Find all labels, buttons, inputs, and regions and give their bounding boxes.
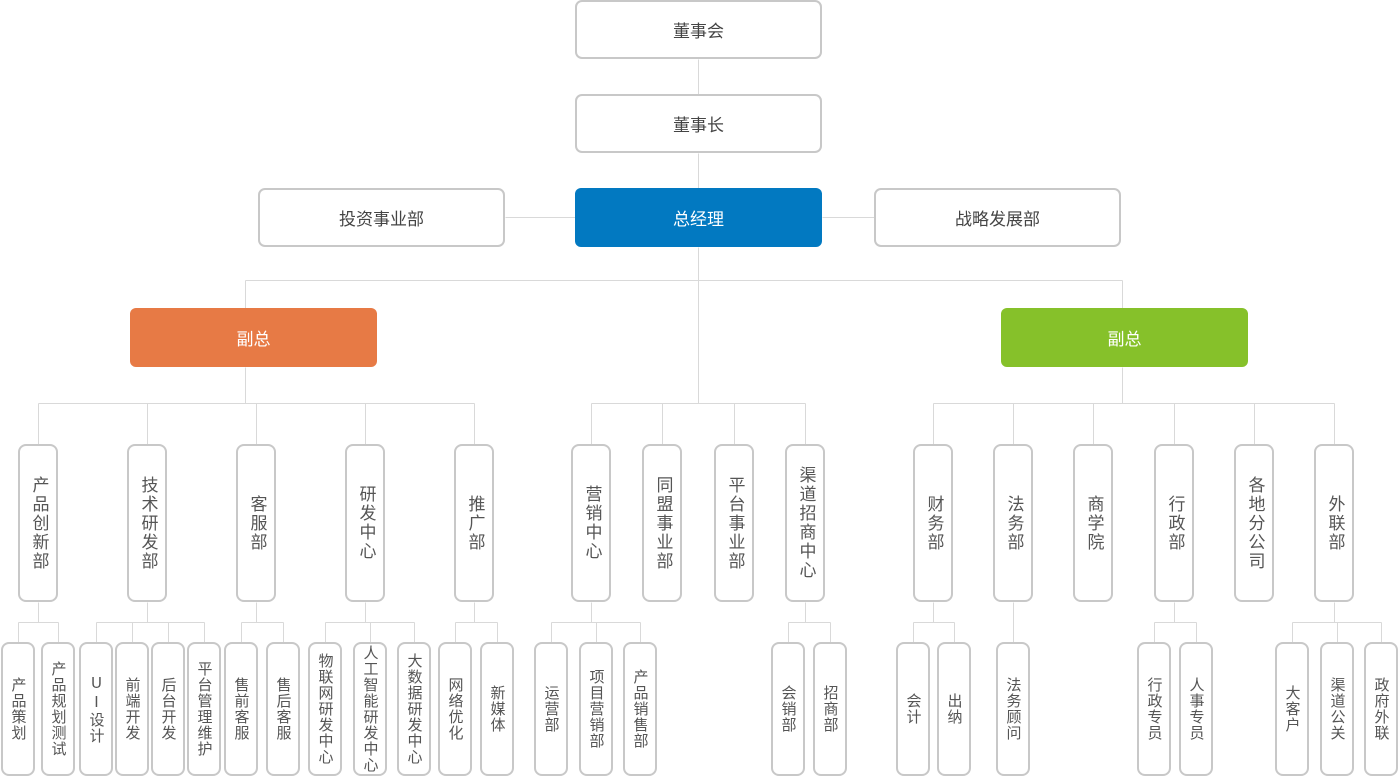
node-subdept-d13-1[interactable]: 行政专员 <box>1137 642 1171 776</box>
node-label: 新媒体 <box>488 685 507 733</box>
node-label: 总经理 <box>673 210 724 230</box>
node-subdept-d2-1[interactable]: UI设计 <box>79 642 113 776</box>
node-dept-d3[interactable]: 客服部 <box>236 444 276 602</box>
node-dept-d11[interactable]: 法务部 <box>993 444 1033 602</box>
node-subdept-d3-2[interactable]: 售后客服 <box>266 642 300 776</box>
node-chairman[interactable]: 董事长 <box>575 94 822 153</box>
node-subdept-d9-1[interactable]: 会销部 <box>771 642 805 776</box>
node-label: 战略发展部 <box>955 210 1040 230</box>
node-subdept-d2-2[interactable]: 前端开发 <box>115 642 149 776</box>
node-subdept-d2-4[interactable]: 平台管理维护 <box>187 642 221 776</box>
node-label: 产品创新部 <box>28 475 49 571</box>
node-label: 行政专员 <box>1145 677 1164 741</box>
node-subdept-d4-3[interactable]: 大数据研发中心 <box>397 642 431 776</box>
node-dept-d13[interactable]: 行政部 <box>1154 444 1194 602</box>
node-label: 法务部 <box>1003 494 1024 552</box>
node-label: 售前客服 <box>232 677 251 741</box>
node-label: UI设计 <box>87 674 106 744</box>
node-dept-d4[interactable]: 研发中心 <box>345 444 385 602</box>
node-label: 平台管理维护 <box>195 661 214 757</box>
node-label: 同盟事业部 <box>652 475 673 571</box>
node-label: 财务部 <box>923 494 944 552</box>
node-label: 渠道公关 <box>1328 677 1347 741</box>
node-label: 副总 <box>236 330 271 350</box>
node-subdept-d4-1[interactable]: 物联网研发中心 <box>308 642 342 776</box>
node-label: 董事会 <box>673 22 724 42</box>
node-strategy-dept[interactable]: 战略发展部 <box>874 188 1121 247</box>
node-label: 外联部 <box>1324 494 1345 552</box>
node-label: 投资事业部 <box>339 210 424 230</box>
node-label: 大客户 <box>1283 685 1302 733</box>
node-subdept-d15-3[interactable]: 政府外联 <box>1364 642 1398 776</box>
node-label: 会销部 <box>779 685 798 733</box>
node-dept-d14[interactable]: 各地分公司 <box>1234 444 1274 602</box>
node-label: 前端开发 <box>123 677 142 741</box>
node-subdept-d9-2[interactable]: 招商部 <box>813 642 847 776</box>
node-label: 研发中心 <box>355 485 376 561</box>
node-subdept-d5-1[interactable]: 网络优化 <box>438 642 472 776</box>
node-label: 售后客服 <box>274 677 293 741</box>
node-dept-d7[interactable]: 同盟事业部 <box>642 444 682 602</box>
node-label: 项目营销部 <box>587 669 606 749</box>
node-label: 客服部 <box>246 494 267 552</box>
node-subdept-d10-2[interactable]: 出纳 <box>937 642 971 776</box>
node-label: 渠道招商中心 <box>795 466 816 580</box>
node-subdept-d2-3[interactable]: 后台开发 <box>151 642 185 776</box>
node-label: 产品策划 <box>9 677 28 741</box>
node-label: 物联网研发中心 <box>316 653 335 765</box>
node-label: 技术研发部 <box>137 475 158 571</box>
node-dept-d5[interactable]: 推广部 <box>454 444 494 602</box>
node-label: 运营部 <box>542 685 561 733</box>
node-subdept-d15-2[interactable]: 渠道公关 <box>1320 642 1354 776</box>
node-label: 网络优化 <box>446 677 465 741</box>
node-label: 法务顾问 <box>1004 677 1023 741</box>
node-subdept-d11-1[interactable]: 法务顾问 <box>996 642 1030 776</box>
node-label: 推广部 <box>464 494 485 552</box>
node-dept-d6[interactable]: 营销中心 <box>571 444 611 602</box>
node-label: 出纳 <box>945 693 964 725</box>
node-subdept-d6-3[interactable]: 产品销售部 <box>623 642 657 776</box>
node-label: 平台事业部 <box>724 475 745 571</box>
node-subdept-d6-2[interactable]: 项目营销部 <box>579 642 613 776</box>
node-dept-d1[interactable]: 产品创新部 <box>18 444 58 602</box>
node-dept-d12[interactable]: 商学院 <box>1073 444 1113 602</box>
node-vice-president-right[interactable]: 副总 <box>1001 308 1248 367</box>
node-dept-d9[interactable]: 渠道招商中心 <box>785 444 825 602</box>
node-label: 董事长 <box>673 116 724 136</box>
node-label: 人事专员 <box>1187 677 1206 741</box>
node-label: 副总 <box>1107 330 1142 350</box>
node-subdept-d6-1[interactable]: 运营部 <box>534 642 568 776</box>
node-subdept-d4-2[interactable]: 人工智能研发中心 <box>353 642 387 776</box>
node-subdept-d1-1[interactable]: 产品策划 <box>1 642 35 776</box>
node-dept-d15[interactable]: 外联部 <box>1314 444 1354 602</box>
node-label: 大数据研发中心 <box>405 653 424 765</box>
node-label: 营销中心 <box>581 485 602 561</box>
node-subdept-d10-1[interactable]: 会计 <box>896 642 930 776</box>
node-label: 商学院 <box>1083 494 1104 552</box>
node-label: 招商部 <box>821 685 840 733</box>
node-label: 会计 <box>904 693 923 725</box>
node-vice-president-left[interactable]: 副总 <box>130 308 377 367</box>
node-dept-d10[interactable]: 财务部 <box>913 444 953 602</box>
node-subdept-d15-1[interactable]: 大客户 <box>1275 642 1309 776</box>
node-board[interactable]: 董事会 <box>575 0 822 59</box>
node-label: 人工智能研发中心 <box>361 645 380 773</box>
node-dept-d2[interactable]: 技术研发部 <box>127 444 167 602</box>
node-label: 产品销售部 <box>631 669 650 749</box>
node-label: 各地分公司 <box>1244 475 1265 571</box>
node-label: 政府外联 <box>1372 677 1391 741</box>
node-dept-d8[interactable]: 平台事业部 <box>714 444 754 602</box>
node-label: 后台开发 <box>159 677 178 741</box>
node-subdept-d1-2[interactable]: 产品规划测试 <box>41 642 75 776</box>
node-general-manager[interactable]: 总经理 <box>575 188 822 247</box>
node-investment-dept[interactable]: 投资事业部 <box>258 188 505 247</box>
node-subdept-d3-1[interactable]: 售前客服 <box>224 642 258 776</box>
node-label: 行政部 <box>1164 494 1185 552</box>
node-label: 产品规划测试 <box>49 661 68 757</box>
node-subdept-d5-2[interactable]: 新媒体 <box>480 642 514 776</box>
node-subdept-d13-2[interactable]: 人事专员 <box>1179 642 1213 776</box>
